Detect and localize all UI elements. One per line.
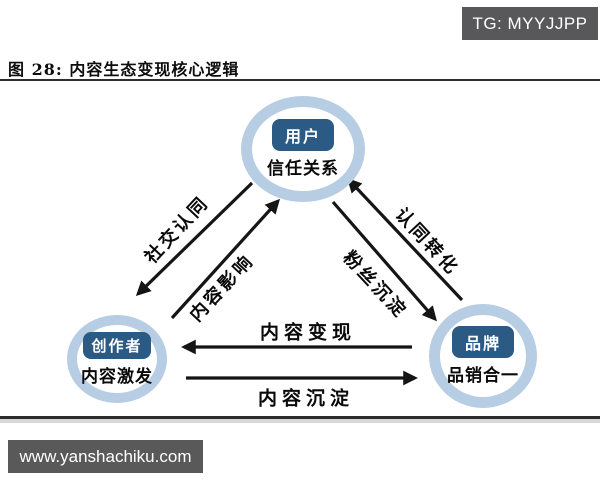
title-divider bbox=[0, 79, 600, 81]
node-user-sublabel: 信任关系 bbox=[267, 159, 339, 179]
node-user: 用户 信任关系 bbox=[241, 96, 365, 202]
arrow-social-recognition bbox=[135, 181, 254, 297]
node-creator-label: 创作者 bbox=[91, 336, 143, 355]
edge-label-content-monetization: 内容变现 bbox=[259, 321, 357, 344]
node-brand-box: 品牌 bbox=[451, 326, 514, 358]
arrow-content-influence bbox=[170, 198, 280, 320]
figure-title: 图 28: 内容生态变现核心逻辑 bbox=[8, 60, 240, 79]
arrow-fan-accumulation bbox=[331, 200, 437, 322]
node-user-label: 用户 bbox=[284, 127, 321, 146]
figure-bottom-border-shadow bbox=[0, 419, 600, 423]
node-creator-box: 创作者 bbox=[83, 331, 151, 359]
node-creator-sublabel: 内容激发 bbox=[81, 366, 153, 387]
node-brand-sublabel: 品销合一 bbox=[447, 366, 519, 386]
node-brand-label: 品牌 bbox=[464, 334, 501, 353]
watermark-badge: TG: MYYJJPP bbox=[462, 7, 598, 40]
edge-label-content-accumulation: 内容沉淀 bbox=[257, 387, 355, 410]
site-url-bar: www.yanshachiku.com bbox=[8, 440, 203, 473]
node-user-box: 用户 bbox=[271, 119, 334, 151]
arrow-recognition-conversion bbox=[346, 177, 464, 302]
node-brand: 品牌 品销合一 bbox=[429, 304, 537, 408]
node-creator: 创作者 内容激发 bbox=[67, 315, 167, 403]
figure-bottom-border bbox=[0, 416, 600, 419]
